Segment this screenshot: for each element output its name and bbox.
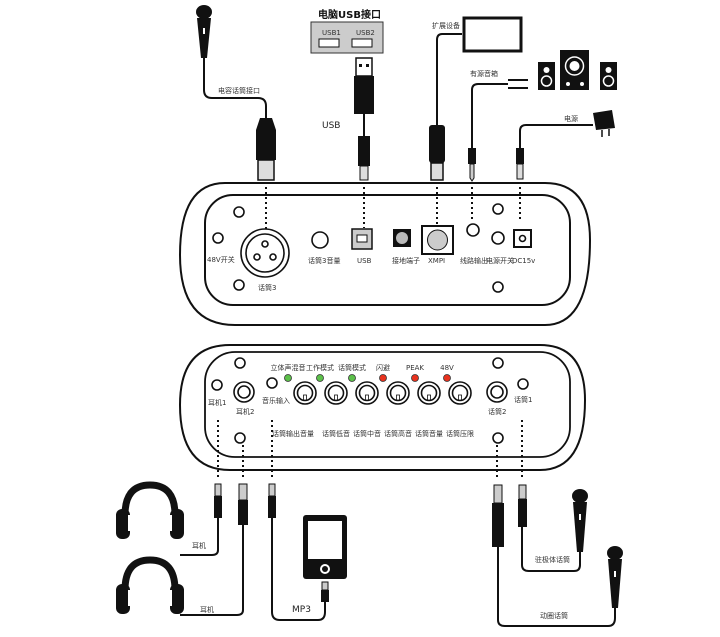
dynamic-mic-plug-icon <box>492 503 504 547</box>
condenser-microphone-icon <box>196 5 212 58</box>
headphone-plug-icon <box>238 500 248 525</box>
headphone2-label: 耳机2 <box>236 407 254 416</box>
mic1-label: 话筒1 <box>514 395 532 404</box>
xlr-plug-icon <box>256 118 276 181</box>
headphone-plug-icon <box>214 496 222 518</box>
condenser-mic-label: 电容话筒接口 <box>218 86 260 95</box>
mic2-label: 话筒2 <box>488 407 506 416</box>
power-adapter-icon <box>593 110 615 137</box>
power-switch[interactable] <box>491 231 505 245</box>
knob-label: 话筒音量 <box>415 429 443 438</box>
screw-icon <box>492 357 504 369</box>
led-indicator <box>348 374 356 382</box>
led-indicator <box>284 374 292 382</box>
mp3-player-icon <box>303 515 347 579</box>
electret-microphone-icon <box>572 489 588 552</box>
usb-cable-label: USB <box>322 121 340 131</box>
mic3-volume-label: 话筒3音量 <box>308 256 340 265</box>
mic3-volume-knob[interactable] <box>311 231 329 249</box>
mic1-jack[interactable] <box>517 378 529 390</box>
dynamic-mic-label: 动圈话筒 <box>540 611 568 620</box>
xmpi-label: XMPI <box>428 257 445 265</box>
expansion-label: 扩展设备 <box>432 21 460 30</box>
electret-mic-label: 驻极体话筒 <box>535 555 570 564</box>
usb1-label: USB1 <box>322 29 341 37</box>
led-label: 48V <box>440 364 454 372</box>
line-out-label: 线路输出 <box>460 256 488 265</box>
screw-icon <box>492 281 504 293</box>
screw-icon <box>492 432 504 444</box>
led-indicator <box>411 374 419 382</box>
line-out-jack[interactable] <box>466 223 480 237</box>
computer-usb-box: USB1 USB2 <box>310 21 384 54</box>
power-label: 电源 <box>564 114 578 123</box>
music-in-label: 音乐输入 <box>262 396 290 405</box>
usb-port-label: USB <box>357 257 372 265</box>
48v-switch[interactable] <box>212 232 224 244</box>
dc-label: DC15v <box>512 257 535 265</box>
knob-label: 话筒低音 <box>322 429 350 438</box>
screw-icon <box>492 203 504 215</box>
led-indicator <box>379 374 387 382</box>
power-switch-label: 电源开关 <box>486 256 514 265</box>
dynamic-microphone-icon <box>607 546 623 608</box>
screw-icon <box>233 279 245 291</box>
mic3-xlr-socket[interactable] <box>240 228 290 278</box>
ground-label: 接地端子 <box>392 256 420 265</box>
headphone1-cable-label: 耳机 <box>192 541 206 550</box>
music-in-plug-icon <box>268 496 276 518</box>
usb2-label: USB2 <box>356 29 375 37</box>
usb-a-plug-icon <box>354 57 374 114</box>
music-in-jack[interactable] <box>266 377 278 389</box>
electret-mic-plug-icon <box>518 499 527 527</box>
xmpi-plug-icon <box>429 125 445 181</box>
headphone1-label: 耳机1 <box>208 398 226 407</box>
headphones-icon <box>116 556 184 614</box>
speakers-icon <box>538 50 617 90</box>
usb-port-icon <box>318 38 340 48</box>
led-indicator <box>316 374 324 382</box>
front-panel: 耳机1 耳机2 音乐输入 立体声混音工作模式话筒模式 闪避 PEAK 48V 话筒输出… <box>178 344 587 471</box>
led-label: PEAK <box>406 364 424 372</box>
usb-port-icon <box>351 38 373 48</box>
computer-usb-title: 电脑USB接口 <box>318 8 381 21</box>
screw-icon <box>234 357 246 369</box>
rear-panel: 48V开关 话筒3 话筒3音量 USB 接地端子 XMPI 线路输出 电源开关 … <box>178 182 592 326</box>
led-label: 话筒模式 <box>338 363 366 372</box>
led-indicator <box>443 374 451 382</box>
headphones-icon <box>116 481 184 539</box>
screw-icon <box>233 206 245 218</box>
knob-label: 话筒高音 <box>384 429 412 438</box>
knob-label: 话筒压限 <box>446 429 474 438</box>
speakers-label: 有源音箱 <box>470 69 498 78</box>
knob-label: 话筒输出音量 <box>272 429 314 438</box>
screw-icon <box>234 432 246 444</box>
headphone1-jack[interactable] <box>211 379 223 391</box>
led-label: 闪避 <box>376 363 390 372</box>
headphone2-cable-label: 耳机 <box>200 605 214 614</box>
knob-label: 话筒中音 <box>353 429 381 438</box>
line-out-jack-icon <box>468 148 476 164</box>
led-label: 立体声混音 <box>271 363 306 372</box>
dc-plug-icon <box>516 148 524 164</box>
48v-switch-label: 48V开关 <box>207 255 235 264</box>
mic3-label: 话筒3 <box>258 283 276 292</box>
expansion-device-icon <box>462 16 523 53</box>
mp3-label: MP3 <box>292 605 311 615</box>
led-label: 工作模式 <box>306 363 334 372</box>
usb-b-plug-icon <box>358 136 370 166</box>
